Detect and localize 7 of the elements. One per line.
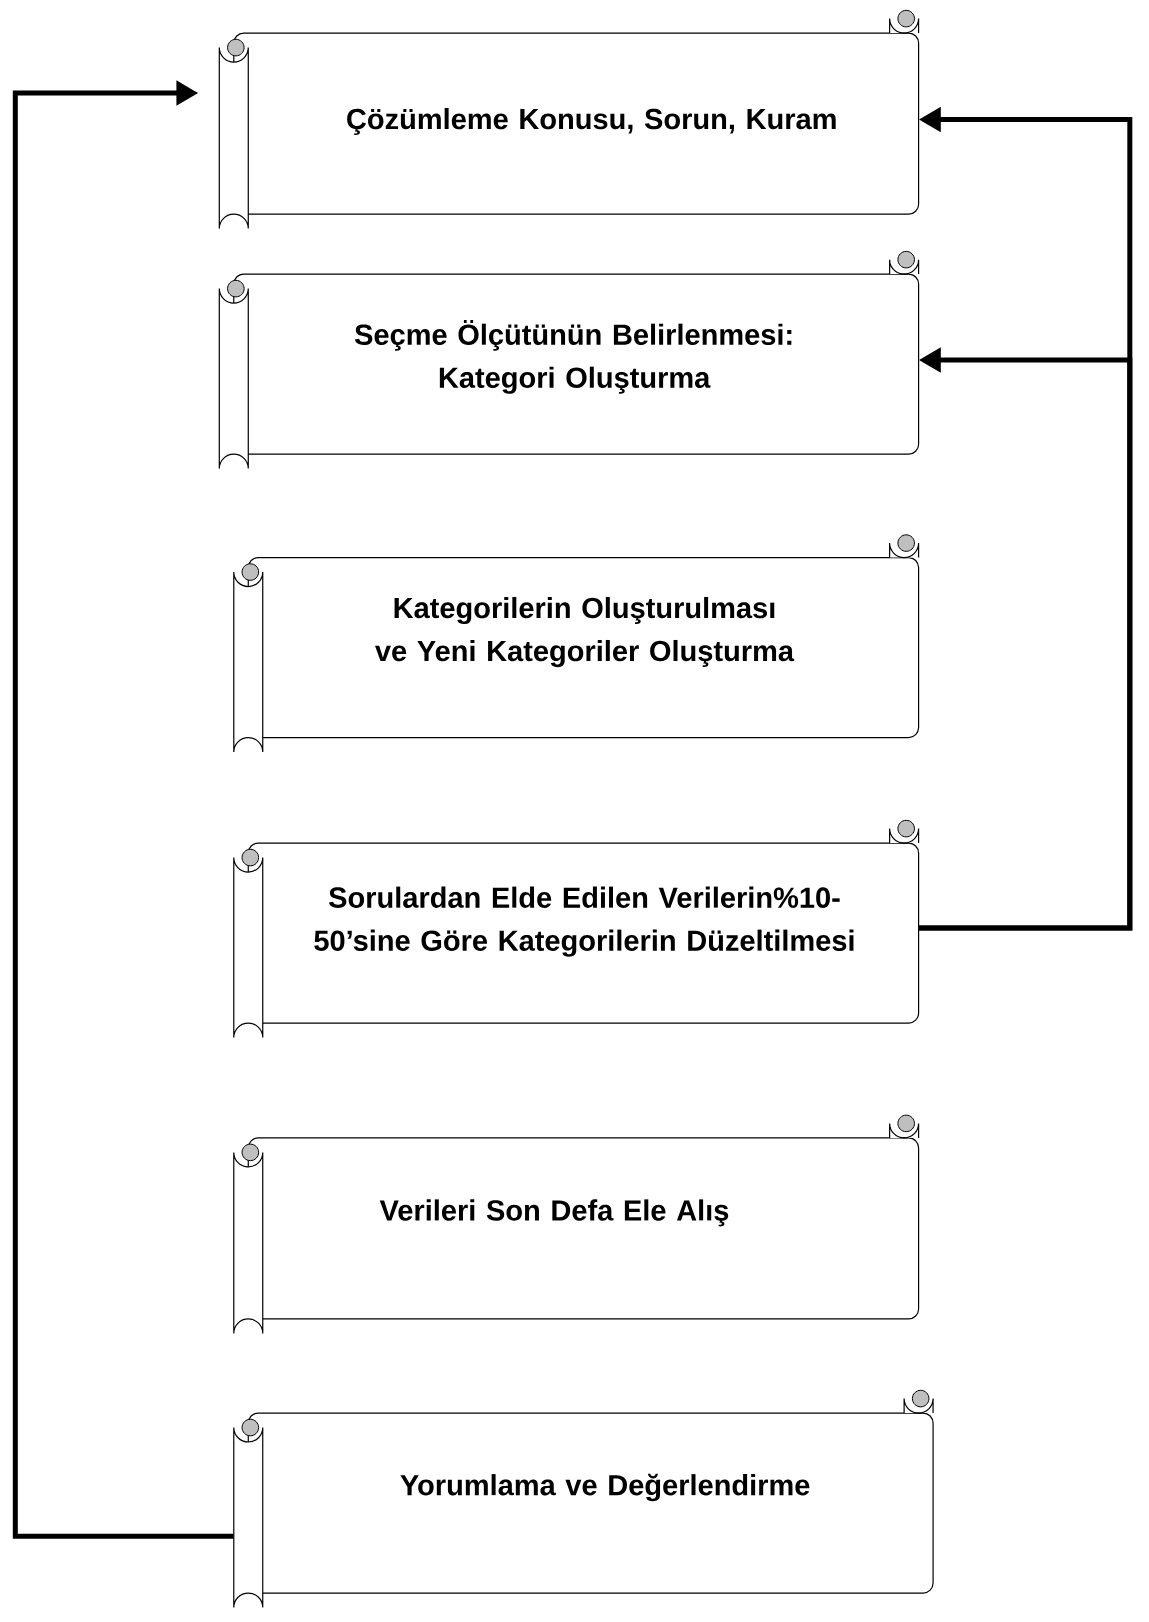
scroll-box: Kategorilerin Oluşturulması ve Yeni Kategoriler Oluşturma (233, 534, 920, 753)
arrow (12, 80, 234, 1539)
scroll-box: Sorulardan Elde Edilen Verilerin%10-50’sine Göre Kategorilerin Düzeltilmesi (233, 819, 920, 1039)
scroll-box: Verileri Son Defa Ele Alış (233, 1114, 920, 1334)
scroll-box: Yorumlama ve Değerlendirme (233, 1389, 934, 1609)
scroll-box: Seçme Ölçütünün Belirlenmesi: Kategori Oluşturma (218, 250, 920, 470)
scroll-box: Çözümleme Konusu, Sorun, Kuram (218, 9, 920, 230)
